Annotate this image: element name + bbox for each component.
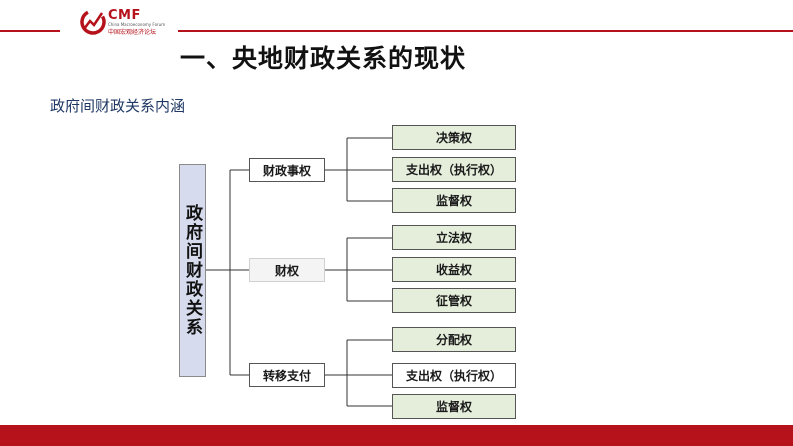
leaf-collection-right: 征管权 xyxy=(392,288,516,313)
logo-subtitle: China Macroeconomy Forum xyxy=(108,22,166,27)
header-divider-left xyxy=(0,30,60,32)
slide-title: 一、央地财政关系的现状 xyxy=(180,44,467,73)
logo-chinese-name: 中国宏观经济论坛 xyxy=(108,29,157,36)
footer-bar xyxy=(0,425,793,446)
logo-brand: CMF xyxy=(108,8,141,23)
slide-subtitle: 政府间财政关系内涵 xyxy=(50,97,186,115)
leaf-allocation-right: 分配权 xyxy=(392,327,516,352)
leaf-income-right: 收益权 xyxy=(392,257,516,282)
branch-node-transfer-payment: 转移支付 xyxy=(249,363,325,387)
leaf-decision-right: 决策权 xyxy=(392,125,516,150)
leaf-expenditure-right: 支出权（执行权） xyxy=(392,157,516,182)
leaf-transfer-supervision-right: 监督权 xyxy=(392,394,516,419)
branch-node-revenue-authority: 财权 xyxy=(249,258,325,282)
leaf-legislative-right: 立法权 xyxy=(392,225,516,250)
root-node: 政府间财政关系 xyxy=(179,164,206,377)
header-divider-right xyxy=(178,30,793,32)
root-node-label: 政府间财政关系 xyxy=(182,204,202,337)
cmf-logo-icon xyxy=(80,9,106,35)
leaf-transfer-expenditure-right: 支出权（执行权） xyxy=(392,363,516,388)
branch-node-fiscal-authority: 财政事权 xyxy=(249,158,325,182)
leaf-supervision-right: 监督权 xyxy=(392,188,516,213)
